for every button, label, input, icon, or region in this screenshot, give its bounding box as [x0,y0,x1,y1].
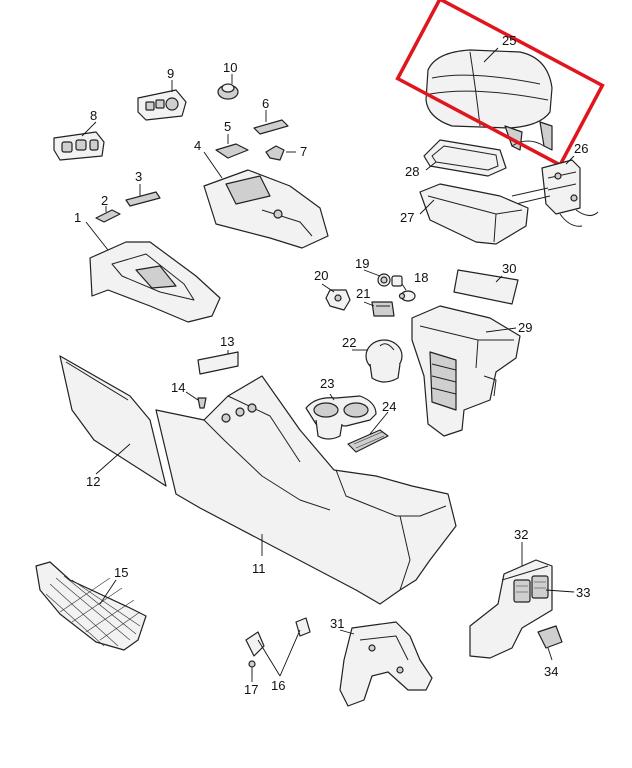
callout-19: 19 [355,256,369,271]
part-14-clip[interactable] [197,397,207,409]
part-16-clip[interactable] [245,617,311,657]
part-28-mat[interactable] [423,139,507,177]
callout-1: 1 [74,210,81,225]
part-26-hinge-bracket[interactable] [511,159,599,227]
part-20-switch[interactable] [325,289,351,311]
part-8-switch-bank[interactable] [53,131,105,161]
callout-22: 22 [342,335,356,350]
part-30-pad[interactable] [453,269,519,305]
callout-17: 17 [244,682,258,697]
part-15-grille[interactable] [35,561,147,651]
callout-labels: 1 2 3 4 5 6 7 8 9 10 11 12 13 14 15 16 1… [74,33,590,697]
callout-25: 25 [502,33,516,48]
part-4-shifter-bezel[interactable] [203,169,329,249]
callout-23: 23 [320,376,334,391]
part-21-switch[interactable] [371,301,395,317]
part-19-socket[interactable] [377,273,403,287]
part-32-rear-panel[interactable] [469,559,553,659]
callout-26: 26 [574,141,588,156]
part-10-knob[interactable] [217,83,239,100]
callout-27: 27 [400,210,414,225]
part-12-side-panel[interactable] [59,355,167,487]
callout-7: 7 [300,144,307,159]
callout-13: 13 [220,334,234,349]
part-33-vent[interactable] [513,575,549,603]
callout-21: 21 [356,286,370,301]
callout-2: 2 [101,193,108,208]
part-24-trim[interactable] [347,429,389,453]
part-1-bezel[interactable] [89,241,221,323]
callout-33: 33 [576,585,590,600]
part-29-rear-bin[interactable] [411,305,521,437]
callout-3: 3 [135,169,142,184]
part-18-bulb[interactable] [398,290,416,302]
callout-8: 8 [90,108,97,123]
callout-11: 11 [252,561,266,576]
callout-14: 14 [171,380,185,395]
callout-6: 6 [262,96,269,111]
callout-9: 9 [167,66,174,81]
callout-10: 10 [223,60,237,75]
callout-4: 4 [194,138,201,153]
callout-16: 16 [271,678,285,693]
part-25-highlight-box [395,0,605,168]
callout-12: 12 [86,474,100,489]
part-5-button[interactable] [215,143,249,159]
part-11-console-body[interactable] [155,375,457,605]
callout-20: 20 [314,268,328,283]
leader-lines [81,47,575,682]
part-31-bracket[interactable] [339,621,433,707]
callout-30: 30 [502,261,516,276]
callout-18: 18 [414,270,428,285]
callout-5: 5 [224,119,231,134]
callout-32: 32 [514,527,528,542]
part-3-insert[interactable] [125,191,161,207]
part-6-button[interactable] [253,119,289,135]
callout-31: 31 [330,616,344,631]
callout-34: 34 [544,664,558,679]
callout-28: 28 [405,164,419,179]
callout-24: 24 [382,399,396,414]
part-13-plate[interactable] [197,351,239,375]
part-9-control-module[interactable] [137,89,187,121]
part-25-armrest-lid[interactable] [425,49,553,151]
part-17-screw[interactable] [248,660,256,676]
part-2-insert[interactable] [95,209,121,223]
callout-29: 29 [518,320,532,335]
part-23-cup-holder[interactable] [305,395,377,440]
part-22-cup-sleeve[interactable] [365,339,403,383]
part-7-button[interactable] [265,145,285,161]
part-27-storage-bin[interactable] [419,183,529,245]
callout-15: 15 [114,565,128,580]
part-34-switch[interactable] [537,625,563,649]
